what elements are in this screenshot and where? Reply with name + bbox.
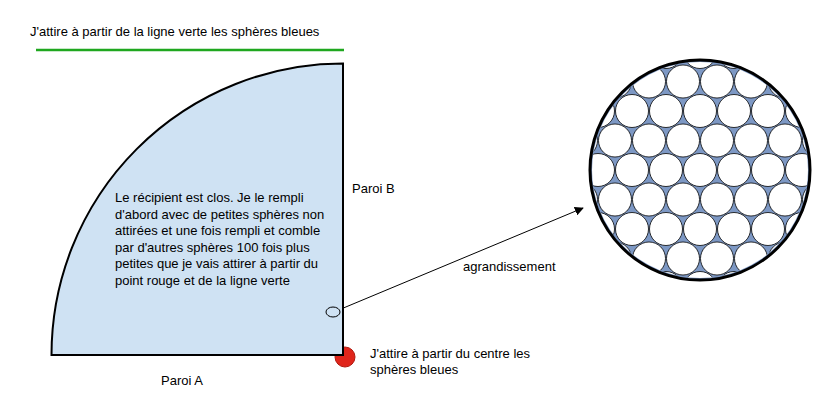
small-sphere bbox=[769, 124, 802, 157]
small-sphere bbox=[667, 124, 700, 157]
small-sphere bbox=[820, 154, 832, 187]
small-sphere bbox=[633, 65, 666, 98]
small-sphere bbox=[786, 154, 819, 187]
small-sphere bbox=[735, 65, 768, 98]
small-sphere bbox=[616, 36, 649, 69]
zoom-spot bbox=[326, 307, 340, 317]
small-sphere bbox=[582, 272, 615, 305]
small-sphere bbox=[582, 36, 615, 69]
small-sphere bbox=[684, 95, 717, 128]
small-sphere bbox=[718, 213, 751, 246]
small-sphere bbox=[599, 124, 632, 157]
vessel-description: Le récipient est clos. Je le rempli d'ab… bbox=[115, 190, 341, 289]
zoom-outline bbox=[590, 60, 810, 280]
small-sphere bbox=[735, 242, 768, 275]
small-sphere bbox=[786, 272, 819, 305]
zoom-caption: agrandissement bbox=[463, 259, 556, 275]
small-sphere bbox=[820, 272, 832, 305]
small-sphere bbox=[548, 272, 581, 305]
small-sphere bbox=[752, 95, 785, 128]
small-sphere bbox=[667, 65, 700, 98]
small-sphere bbox=[667, 242, 700, 275]
small-sphere bbox=[820, 95, 832, 128]
small-sphere bbox=[599, 183, 632, 216]
small-sphere bbox=[701, 65, 734, 98]
small-sphere bbox=[752, 272, 785, 305]
small-sphere bbox=[786, 213, 819, 246]
small-sphere bbox=[735, 124, 768, 157]
green-line bbox=[36, 49, 344, 52]
small-sphere bbox=[752, 213, 785, 246]
small-sphere bbox=[633, 242, 666, 275]
small-sphere bbox=[633, 124, 666, 157]
zoom-arrow bbox=[341, 208, 583, 309]
small-sphere bbox=[616, 95, 649, 128]
small-sphere bbox=[616, 272, 649, 305]
small-sphere bbox=[565, 242, 598, 275]
small-sphere bbox=[769, 242, 802, 275]
small-sphere bbox=[667, 183, 700, 216]
small-sphere bbox=[701, 124, 734, 157]
zoom-circle bbox=[548, 36, 832, 305]
small-sphere bbox=[803, 65, 832, 98]
small-sphere bbox=[820, 213, 832, 246]
small-sphere bbox=[735, 183, 768, 216]
small-sphere bbox=[752, 36, 785, 69]
small-sphere bbox=[684, 154, 717, 187]
small-sphere bbox=[701, 242, 734, 275]
zoom-ground bbox=[590, 60, 810, 280]
small-sphere bbox=[718, 95, 751, 128]
small-sphere bbox=[769, 65, 802, 98]
small-sphere bbox=[548, 154, 581, 187]
small-sphere bbox=[616, 154, 649, 187]
small-sphere bbox=[582, 95, 615, 128]
sphere-packing bbox=[548, 36, 832, 305]
small-sphere bbox=[684, 36, 717, 69]
small-sphere bbox=[803, 242, 832, 275]
small-sphere bbox=[684, 272, 717, 305]
small-sphere bbox=[786, 95, 819, 128]
small-sphere bbox=[701, 183, 734, 216]
green-line-caption: J'attire à partir de la ligne verte les … bbox=[30, 24, 319, 40]
small-sphere bbox=[650, 154, 683, 187]
small-sphere bbox=[565, 65, 598, 98]
small-sphere bbox=[650, 95, 683, 128]
red-dot-caption: J'attire à partir du centre les sphères … bbox=[370, 346, 570, 378]
small-sphere bbox=[548, 95, 581, 128]
small-sphere bbox=[684, 213, 717, 246]
small-sphere bbox=[548, 213, 581, 246]
small-sphere bbox=[718, 154, 751, 187]
small-sphere bbox=[650, 213, 683, 246]
small-sphere bbox=[752, 154, 785, 187]
small-sphere bbox=[582, 213, 615, 246]
small-sphere bbox=[582, 154, 615, 187]
wall-name: Paroi A bbox=[161, 373, 203, 389]
small-sphere bbox=[616, 213, 649, 246]
vessel-shape bbox=[52, 64, 344, 356]
small-sphere bbox=[599, 242, 632, 275]
small-sphere bbox=[820, 36, 832, 69]
wall-name: Paroi B bbox=[352, 181, 395, 197]
small-sphere bbox=[633, 183, 666, 216]
small-sphere bbox=[786, 36, 819, 69]
small-sphere bbox=[548, 36, 581, 69]
small-sphere bbox=[599, 65, 632, 98]
container-vessel: Le récipient est clos. Je le rempli d'ab… bbox=[50, 62, 346, 358]
small-sphere bbox=[769, 183, 802, 216]
